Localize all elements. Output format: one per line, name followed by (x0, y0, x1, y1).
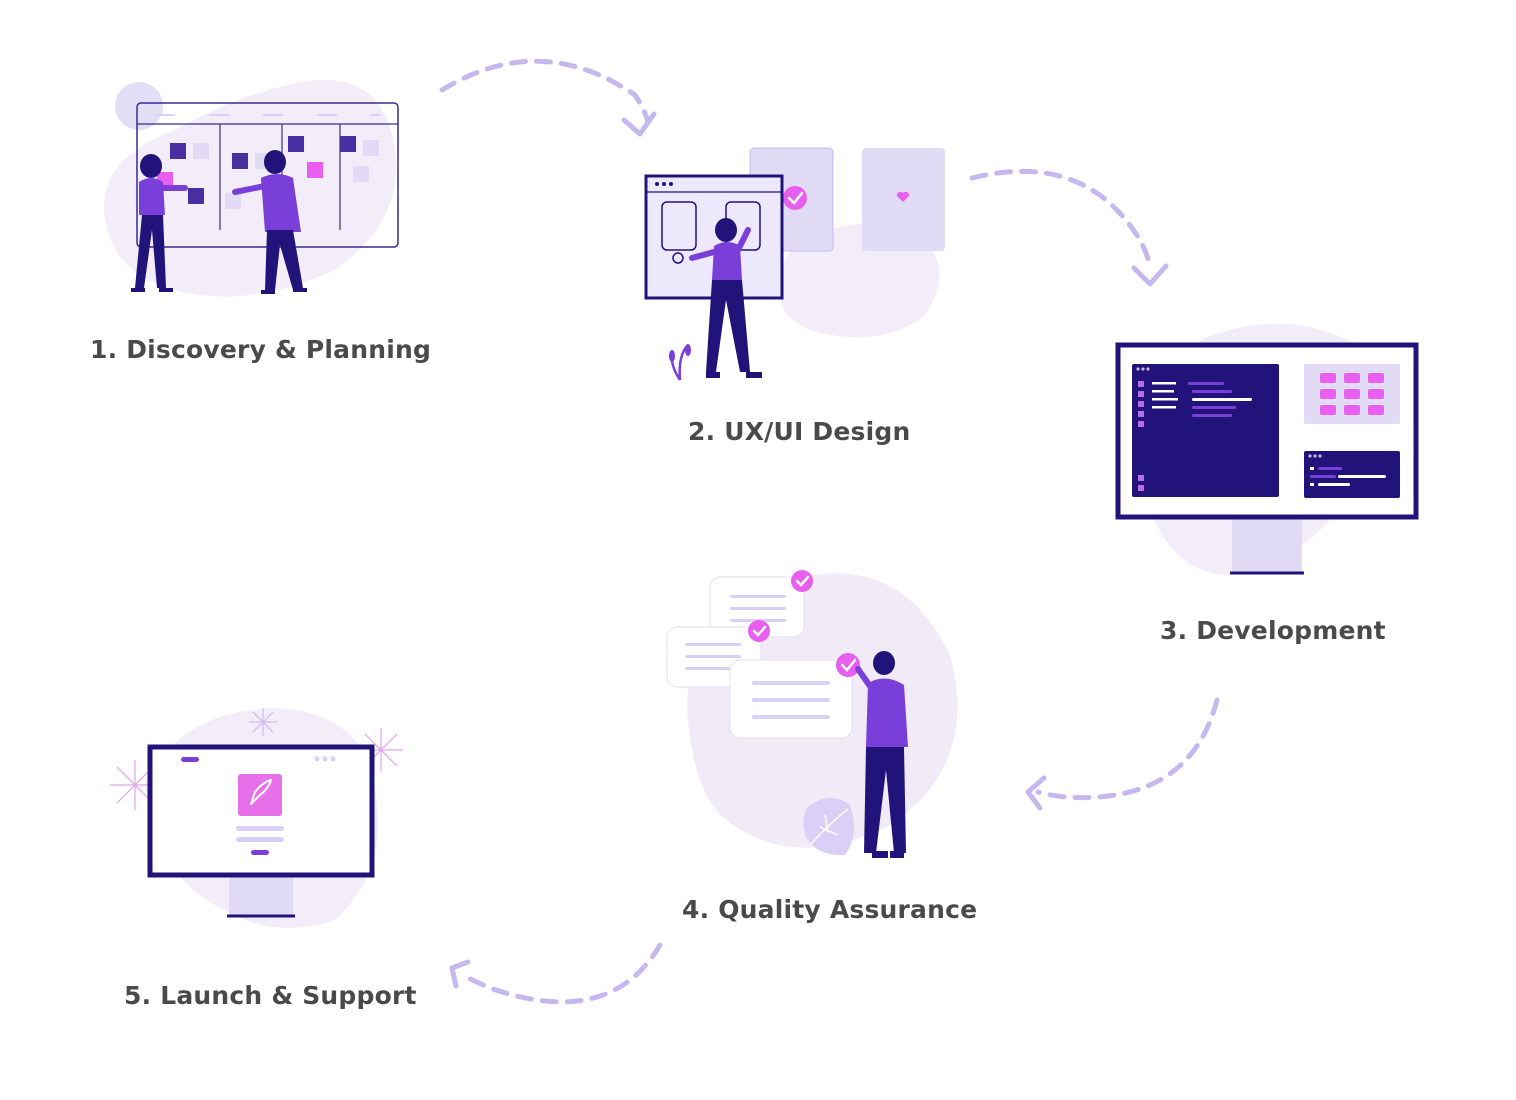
step-4-label: 4. Quality Assurance (682, 895, 977, 924)
step-4-title: Quality Assurance (718, 895, 978, 924)
code-monitor-illustration (1115, 323, 1419, 575)
planning-board-illustration (103, 79, 399, 297)
firework-top-icon (249, 708, 277, 736)
checklist-review-illustration (666, 570, 958, 858)
step-5-number: 5. (124, 981, 152, 1010)
step-3-number: 3. (1160, 616, 1188, 645)
step-4-number: 4. (682, 895, 710, 924)
rocket-icon (250, 779, 272, 805)
step-5-label: 5. Launch & Support (124, 981, 417, 1010)
step-2-label: 2. UX/UI Design (688, 417, 910, 446)
step-1-number: 1. (90, 335, 118, 364)
rocket-launch-monitor-illustration (110, 708, 403, 928)
step-1-title: Discovery & Planning (126, 335, 432, 364)
wireframe-design-illustration (644, 147, 945, 381)
step-2-number: 2. (688, 417, 716, 446)
step-3-title: Development (1196, 616, 1386, 645)
step-5-title: Launch & Support (160, 981, 417, 1010)
step-3-label: 3. Development (1160, 616, 1386, 645)
step-1-label: 1. Discovery & Planning (90, 335, 431, 364)
step-2-title: UX/UI Design (724, 417, 911, 446)
